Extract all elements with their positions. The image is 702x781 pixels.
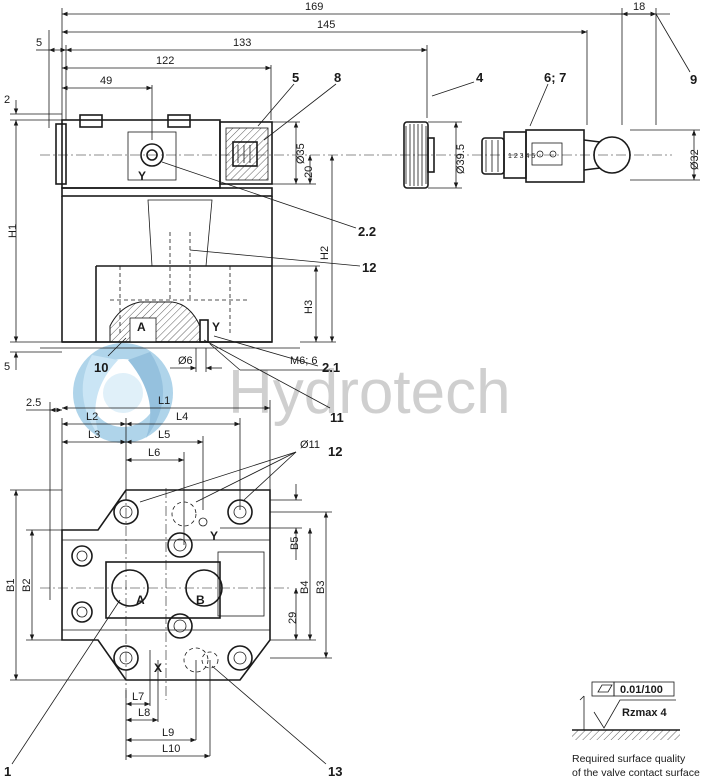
- dim-145: 145: [317, 19, 335, 31]
- callout-9: 9: [690, 72, 697, 87]
- port-y-bottom: Y: [212, 320, 220, 334]
- dim-b5: B5: [289, 537, 301, 550]
- dim-b4: B4: [299, 581, 311, 594]
- dim-d39-5: Ø39.5: [455, 144, 467, 174]
- callout-10: 10: [94, 360, 108, 375]
- callout-11: 11: [330, 410, 344, 425]
- dim-d32: Ø32: [689, 149, 701, 170]
- dim-l7: L7: [132, 691, 144, 703]
- dim-h3: H3: [303, 300, 315, 314]
- dim-b1: B1: [5, 579, 17, 592]
- svg-text:1 2 3 4 5: 1 2 3 4 5: [508, 153, 535, 160]
- dim-169: 169: [305, 1, 323, 13]
- dim-l1: L1: [158, 395, 170, 407]
- callout-12-plan: 12: [328, 444, 342, 459]
- port-a-top: A: [137, 320, 146, 334]
- dim-l5: L5: [158, 429, 170, 441]
- dim-18: 18: [633, 1, 645, 13]
- dim-d35: Ø35: [295, 143, 307, 164]
- callout-13: 13: [328, 764, 342, 779]
- port-b-plan: B: [196, 593, 205, 607]
- dim-5-left: 5: [4, 361, 10, 373]
- callout-2-1: 2.1: [322, 360, 340, 375]
- surface-note-line1: Required surface quality: [572, 753, 686, 765]
- lock-assembly: 1 2 3 4 5 6; 7 Ø32: [481, 70, 701, 183]
- roughness-value: Rzmax 4: [622, 707, 668, 719]
- callout-4: 4: [476, 70, 484, 85]
- callout-12-top: 12: [362, 260, 376, 275]
- plan-view: 2.5 L1 L2 L4 L3 L5 L6 Ø11 12: [4, 395, 342, 779]
- dim-49: 49: [100, 75, 112, 87]
- watermark-logo: [73, 343, 173, 443]
- dim-2-5: 2.5: [26, 397, 41, 409]
- callout-1: 1: [4, 764, 11, 779]
- callout-2-2: 2.2: [358, 224, 376, 239]
- watermark-text: Hydrotech: [228, 358, 511, 427]
- valve-side-elevation: H1 2 5 Y Ø35 20: [4, 70, 672, 425]
- dim-m6: M6; 6: [290, 355, 318, 367]
- dim-b2: B2: [21, 579, 33, 592]
- dim-d11: Ø11: [300, 439, 320, 451]
- dim-l9: L9: [162, 727, 174, 739]
- dim-5-top: 5: [36, 37, 42, 49]
- dim-l4: L4: [176, 411, 188, 423]
- dim-133: 133: [233, 37, 251, 49]
- callout-5: 5: [292, 70, 299, 85]
- port-y-top: Y: [138, 169, 146, 183]
- adjustment-knob: 4 Ø39.5: [403, 70, 484, 189]
- dim-20: 20: [303, 166, 315, 178]
- top-dimensions: 169 145 133 122 49 5 18 9: [36, 1, 697, 140]
- port-a-plan: A: [136, 593, 145, 607]
- dim-l8: L8: [138, 707, 150, 719]
- dim-2: 2: [4, 94, 10, 106]
- callout-8: 8: [334, 70, 341, 85]
- port-y-plan: Y: [210, 529, 218, 543]
- dim-l2: L2: [86, 411, 98, 423]
- dim-h1: H1: [7, 224, 19, 238]
- dim-l6: L6: [148, 447, 160, 459]
- dim-l3: L3: [88, 429, 100, 441]
- dim-l10: L10: [162, 743, 180, 755]
- surface-note-line2: of the valve contact surface: [572, 767, 700, 779]
- dim-122: 122: [156, 55, 174, 67]
- flatness-value: 0.01/100: [620, 684, 663, 696]
- dim-b3: B3: [315, 581, 327, 594]
- dim-d6: Ø6: [178, 355, 193, 367]
- callout-6-7: 6; 7: [544, 70, 566, 85]
- surface-quality-symbol: 0.01/100 Rzmax 4 Required surface qualit…: [572, 681, 700, 779]
- dim-h2: H2: [319, 246, 331, 260]
- dim-29: 29: [287, 612, 299, 624]
